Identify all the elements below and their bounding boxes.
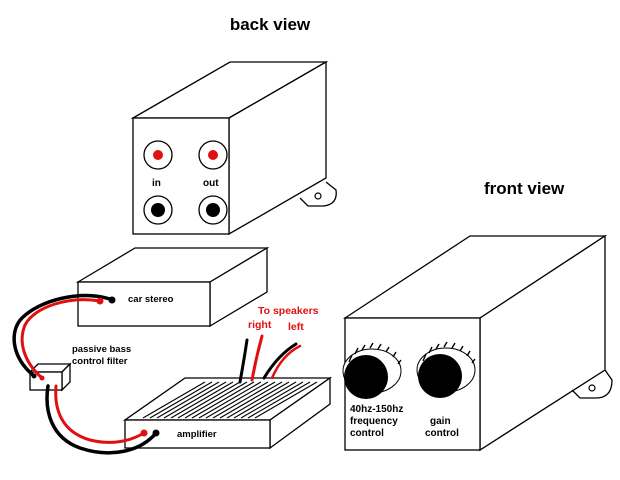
speaker-wires: [238, 334, 302, 384]
back-view-title: back view: [230, 15, 311, 34]
filter-red-jack: [39, 375, 45, 381]
stereo-black-jack: [108, 296, 116, 304]
in-jack-red-center: [153, 150, 163, 160]
amplifier-red-jack: [140, 429, 148, 437]
back-view-box: in out: [130, 60, 337, 236]
out-jack-icon: [198, 140, 228, 170]
frequency-label-line1: 40hz-150hz: [350, 404, 403, 415]
front-view-title: front view: [484, 179, 565, 198]
amplifier-label: amplifier: [177, 429, 217, 440]
out-jack-lower-icon: [198, 195, 228, 225]
out-jack-red-center: [208, 150, 218, 160]
front-view-box: 40hz-150hz frequency control gain contro…: [342, 234, 613, 452]
passive-bass-filter-box: [28, 362, 72, 392]
amplifier-black-jack: [152, 429, 160, 437]
heatsink-fins: [142, 381, 318, 419]
signal-wires: [12, 293, 158, 455]
frequency-label-line2: frequency: [350, 416, 398, 427]
frequency-knob-icon: [342, 342, 402, 399]
right-label: right: [248, 319, 272, 331]
in-jack-icon: [143, 140, 173, 170]
car-stereo-box: car stereo: [75, 246, 270, 328]
filter-black-jack: [31, 373, 37, 379]
to-speakers-label: To speakers: [258, 305, 319, 317]
in-jack-lower-icon: [143, 195, 173, 225]
passive-bass-label-line2: control filter: [72, 356, 128, 367]
left-label: left: [288, 321, 304, 333]
car-stereo-label: car stereo: [128, 294, 174, 305]
gain-label-line1: gain: [430, 416, 451, 427]
out-label: out: [203, 178, 219, 189]
amplifier-box: amplifier: [122, 376, 333, 450]
gain-knob-icon: [416, 341, 476, 398]
gain-label-line2: control: [425, 428, 459, 439]
stereo-red-jack: [96, 297, 104, 305]
frequency-label-line3: control: [350, 428, 384, 439]
passive-bass-label-line1: passive bass: [72, 344, 131, 355]
in-label: in: [152, 178, 161, 189]
